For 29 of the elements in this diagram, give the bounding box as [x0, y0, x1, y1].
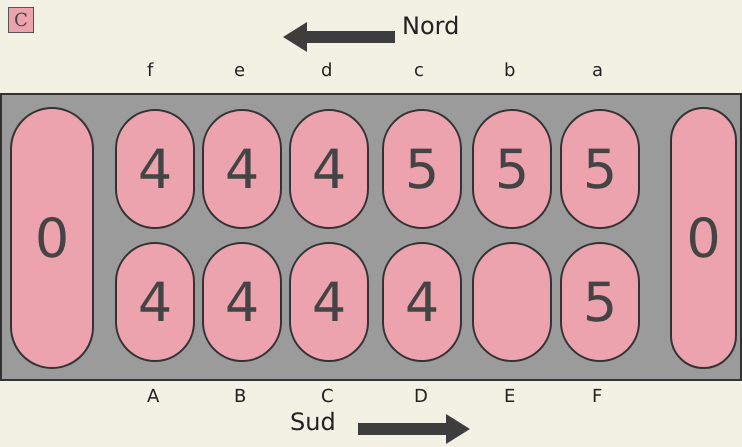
- board: [0, 93, 742, 381]
- pit: 4: [115, 109, 195, 229]
- column-label: A: [147, 386, 160, 407]
- column-label: f: [147, 60, 154, 81]
- pit: 4: [202, 109, 282, 229]
- column-label: D: [414, 386, 428, 407]
- column-label: B: [234, 386, 246, 407]
- store-pit: 0: [670, 107, 737, 369]
- column-label: c: [414, 60, 424, 81]
- store-pit: 0: [10, 107, 94, 369]
- direction-label: Nord: [402, 12, 460, 40]
- column-label: F: [592, 386, 602, 407]
- pit: 5: [560, 109, 640, 229]
- pit: 5: [382, 109, 462, 229]
- pit: 4: [289, 109, 369, 229]
- pit: 5: [560, 242, 640, 362]
- column-label: C: [321, 386, 334, 407]
- column-label: E: [504, 386, 516, 407]
- pit: 4: [289, 242, 369, 362]
- column-label: e: [234, 60, 246, 81]
- direction-label: Sud: [290, 408, 336, 436]
- pit: 4: [115, 242, 195, 362]
- pit: 5: [472, 109, 552, 229]
- column-label: b: [504, 60, 516, 81]
- panel-tag: C: [8, 7, 34, 33]
- column-label: d: [321, 60, 332, 81]
- pit: 4: [382, 242, 462, 362]
- column-label: a: [592, 60, 604, 81]
- pit: 4: [202, 242, 282, 362]
